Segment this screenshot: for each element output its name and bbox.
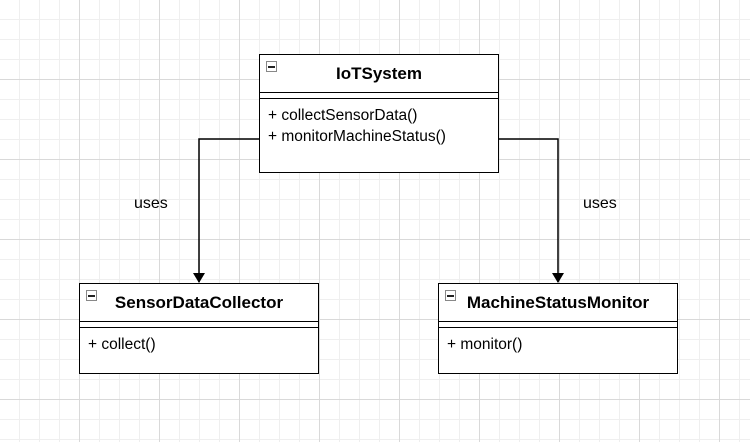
edge-uses-sensordatacollector[interactable] bbox=[193, 138, 259, 283]
edge-label-uses-left: uses bbox=[134, 195, 168, 212]
edge-uses-machinestatusmonitor[interactable] bbox=[498, 138, 564, 283]
class-iotsystem-attributes bbox=[260, 93, 498, 99]
method-collect-sensor-data[interactable]: + collectSensorData() bbox=[268, 107, 418, 124]
collapse-minus-icon[interactable] bbox=[86, 290, 97, 301]
class-machinestatusmonitor-header[interactable]: MachineStatusMonitor bbox=[439, 284, 677, 322]
class-sensordatacollector-attributes bbox=[80, 322, 318, 328]
class-iotsystem-name: IoTSystem bbox=[336, 63, 422, 83]
class-iotsystem-methods: + collectSensorData() + monitorMachineSt… bbox=[260, 99, 498, 153]
method-monitor[interactable]: + monitor() bbox=[447, 336, 523, 353]
class-machinestatusmonitor[interactable]: MachineStatusMonitor + monitor() bbox=[438, 283, 678, 374]
edge-label-uses-right: uses bbox=[583, 195, 617, 212]
method-collect[interactable]: + collect() bbox=[88, 336, 156, 353]
class-iotsystem-header[interactable]: IoTSystem bbox=[260, 55, 498, 93]
class-sensordatacollector-header[interactable]: SensorDataCollector bbox=[80, 284, 318, 322]
collapse-minus-icon[interactable] bbox=[266, 61, 277, 72]
class-sensordatacollector-methods: + collect() bbox=[80, 328, 318, 361]
class-sensordatacollector[interactable]: SensorDataCollector + collect() bbox=[79, 283, 319, 374]
class-machinestatusmonitor-name: MachineStatusMonitor bbox=[466, 292, 650, 312]
class-machinestatusmonitor-methods: + monitor() bbox=[439, 328, 677, 361]
class-machinestatusmonitor-attributes bbox=[439, 322, 677, 328]
method-monitor-machine-status[interactable]: + monitorMachineStatus() bbox=[268, 128, 446, 145]
class-sensordatacollector-name: SensorDataCollector bbox=[114, 292, 284, 312]
class-iotsystem[interactable]: IoTSystem + collectSensorData() + monito… bbox=[259, 54, 499, 173]
collapse-minus-icon[interactable] bbox=[445, 290, 456, 301]
